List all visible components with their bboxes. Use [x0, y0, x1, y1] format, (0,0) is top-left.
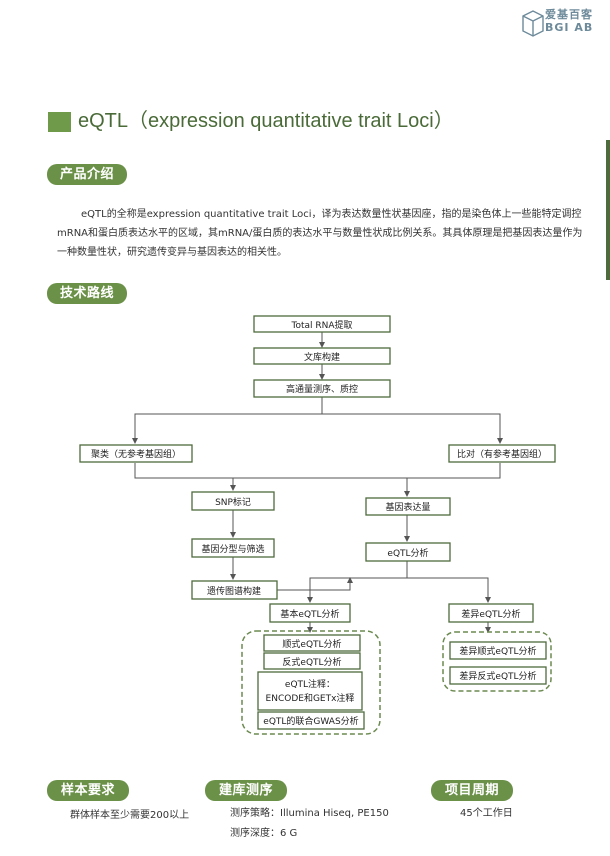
box-diff-eqtl: [448, 603, 534, 623]
label-annotation-line2: ENCODE和GETx注释: [266, 692, 355, 704]
intro-paragraph: eQTL的全称是expression quantitative trait Lo…: [57, 205, 585, 262]
label-sequencing: 高通量测序、质控: [286, 383, 358, 395]
label-trans-eqtl: 反式eQTL分析: [282, 656, 341, 668]
label-cis-eqtl: 顺式eQTL分析: [282, 638, 341, 650]
box-sequencing: [253, 379, 391, 398]
logo-text-line1: 爱基百客: [545, 8, 593, 21]
logo-cube-icon: [522, 10, 544, 37]
logo-text-line2: BGI AB: [545, 21, 594, 34]
box-annotation: [257, 671, 363, 711]
label-snp: SNP标记: [215, 496, 251, 508]
section-label-intro: 产品介绍: [47, 164, 127, 185]
box-genetic-map: [191, 580, 278, 600]
label-alignment: 比对（有参考基因组）: [457, 448, 547, 460]
library-strategy: 测序策略：Illumina Hiseq, PE150: [230, 808, 389, 819]
title-square-icon: [48, 112, 71, 132]
logo-text: 爱基百客 BGI AB: [545, 8, 593, 34]
label-annotation-line1: eQTL注释：: [285, 678, 335, 690]
label-genetic-map: 遗传图谱构建: [207, 585, 261, 597]
box-gwas: [257, 711, 365, 730]
box-diff-cis: [449, 641, 547, 660]
label-total-rna: Total RNA提取: [290, 320, 352, 331]
sample-requirement: 群体样本至少需要200以上: [70, 810, 190, 821]
side-tab-marker: [606, 140, 610, 280]
page-title: eQTL（expression quantitative trait Loci）: [78, 110, 454, 132]
label-clustering: 聚类（无参考基因组）: [91, 448, 181, 460]
section-label-library: 建库测序: [205, 780, 287, 801]
project-cycle: 45个工作日: [460, 808, 513, 819]
intro-text: eQTL的全称是expression quantitative trait Lo…: [57, 209, 583, 258]
label-basic-eqtl: 基本eQTL分析: [280, 608, 339, 620]
box-alignment: [448, 444, 556, 463]
box-expression: [365, 497, 451, 516]
label-gwas: eQTL的联合GWAS分析: [263, 715, 358, 727]
box-snp: [191, 491, 275, 511]
section-label-cycle: 项目周期: [431, 780, 513, 801]
diff-eqtl-group: [442, 631, 552, 692]
label-genotyping: 基因分型与筛选: [201, 543, 264, 555]
section-label-sample: 样本要求: [47, 780, 129, 801]
box-diff-trans: [449, 666, 547, 685]
label-diff-trans: 差异反式eQTL分析: [459, 670, 536, 682]
library-depth: 测序深度：6 G: [230, 828, 298, 839]
box-clustering: [79, 444, 193, 463]
box-genotyping: [191, 538, 275, 558]
company-logo: [522, 10, 544, 37]
section-label-route: 技术路线: [47, 283, 127, 304]
flow-connectors: [132, 332, 503, 633]
basic-eqtl-group: [241, 630, 381, 735]
box-library: [253, 347, 391, 365]
box-eqtl-analysis: [365, 542, 451, 562]
label-library: 文库构建: [304, 351, 340, 363]
box-total-rna: [253, 315, 391, 333]
box-basic-eqtl: [269, 603, 351, 623]
box-cis-eqtl: [263, 634, 361, 652]
label-eqtl-analysis: eQTL分析: [387, 547, 428, 559]
box-trans-eqtl: [263, 652, 361, 670]
label-diff-cis: 差异顺式eQTL分析: [459, 645, 536, 657]
label-expression: 基因表达量: [385, 501, 430, 513]
label-diff-eqtl: 差异eQTL分析: [461, 608, 520, 620]
